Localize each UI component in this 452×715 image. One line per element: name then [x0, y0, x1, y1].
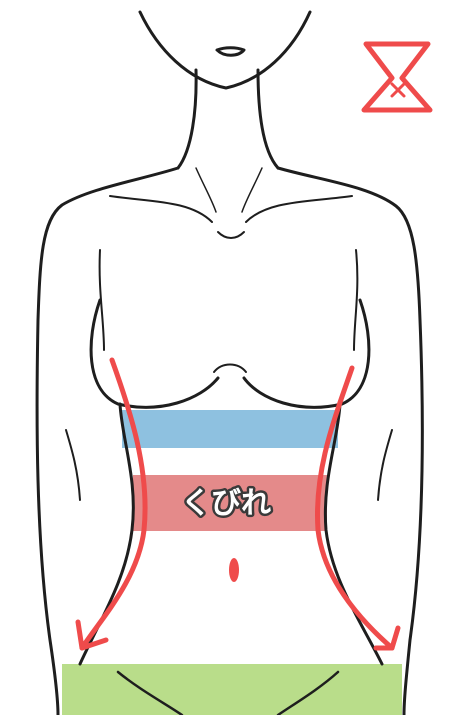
- hourglass-icon: [364, 44, 430, 110]
- neck-left: [178, 70, 196, 168]
- neck-tendon-left: [196, 168, 216, 212]
- inner-arm-right: [354, 250, 357, 350]
- hip-band: [62, 664, 402, 715]
- torso-left-side: [80, 404, 133, 664]
- neck-tendon-right: [242, 168, 262, 212]
- sternum-notch: [218, 232, 244, 238]
- arm-gap-right: [378, 430, 392, 500]
- neck-right: [258, 70, 278, 168]
- collarbone-right: [246, 196, 352, 222]
- hourglass-x-mark: [392, 84, 404, 96]
- chin-outline: [140, 12, 310, 88]
- mouth: [217, 48, 244, 56]
- breast-left: [91, 300, 218, 407]
- collarbone-left: [110, 196, 212, 222]
- breast-right: [244, 300, 369, 407]
- torso-line-art: [37, 12, 422, 715]
- cleavage: [214, 365, 246, 373]
- torso-right-side: [325, 404, 382, 664]
- waist-label: くびれ: [181, 486, 271, 521]
- navel-mark: [229, 558, 239, 582]
- upper-torso-band: [122, 410, 338, 448]
- arm-gap-left: [66, 430, 80, 500]
